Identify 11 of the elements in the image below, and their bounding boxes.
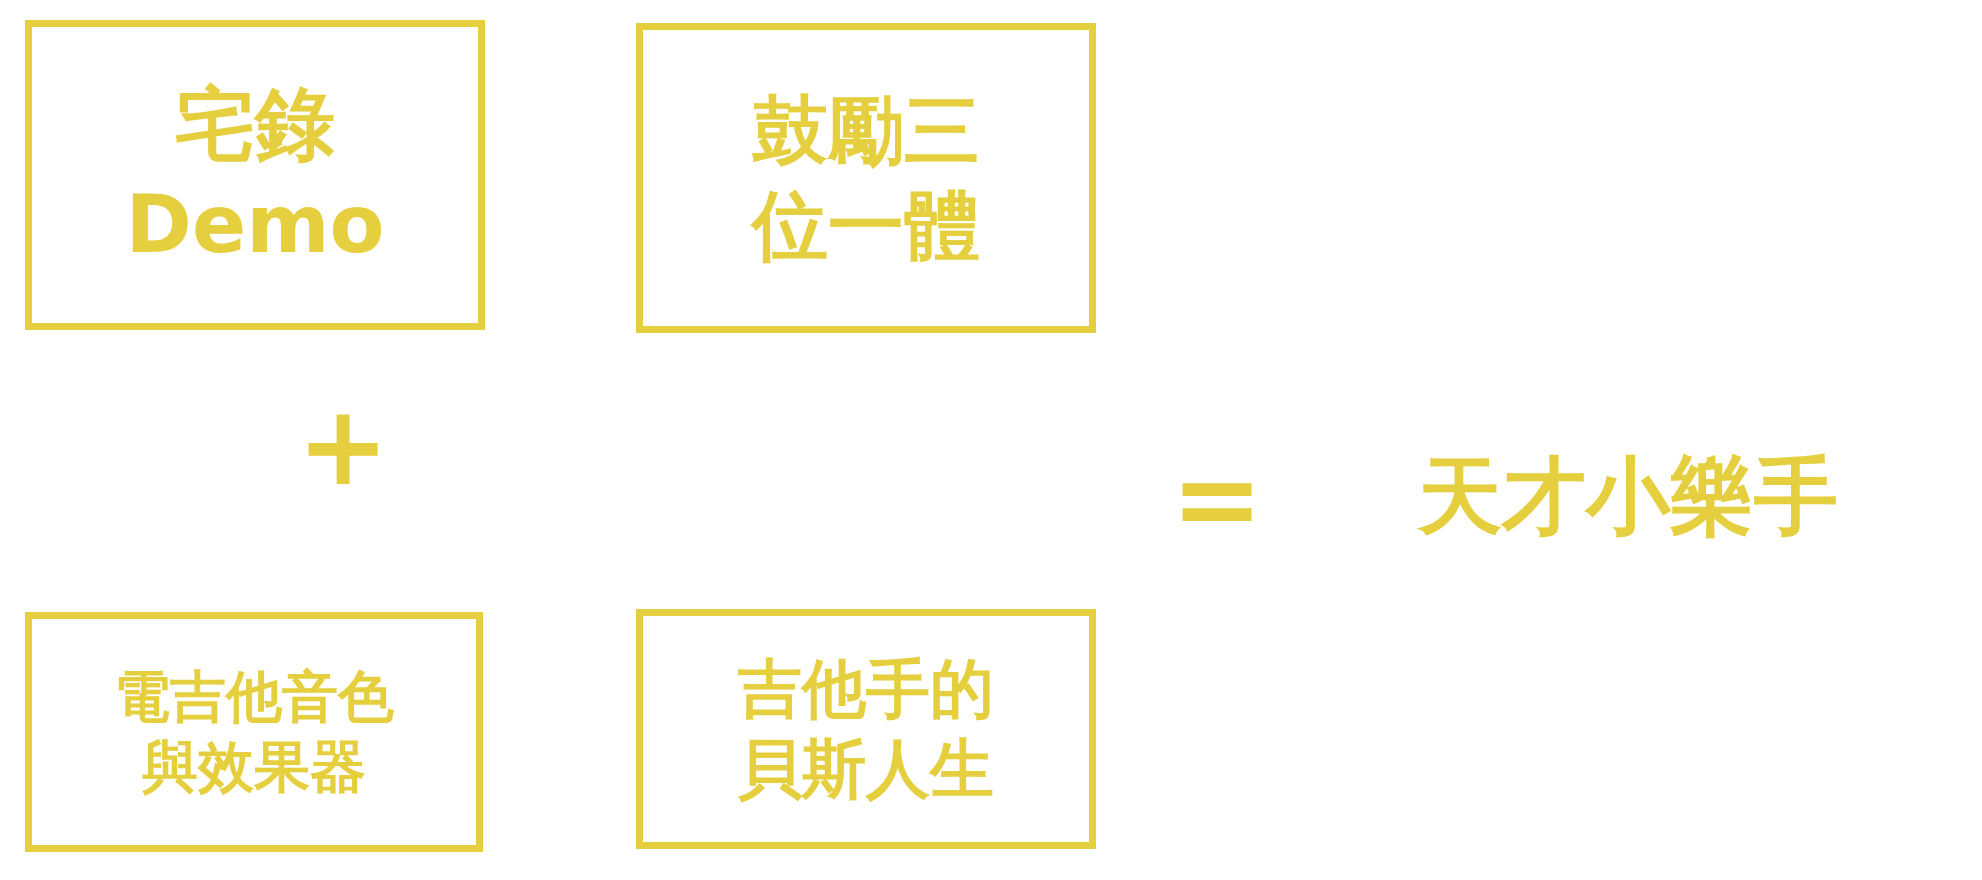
plus-sign: + xyxy=(296,382,390,510)
box-text: 鼓勵三位一體 xyxy=(749,85,981,272)
box-text: 宅錄 Demo xyxy=(125,77,385,273)
text-box xyxy=(636,609,1096,849)
result-text: 天才小樂手 xyxy=(1418,446,1838,547)
text-box xyxy=(636,23,1096,333)
text-box xyxy=(25,20,485,330)
box-text: 吉他手的貝斯人生 xyxy=(737,651,995,808)
box-text: 電吉他音色與效果器 xyxy=(113,663,395,801)
text-box xyxy=(25,612,483,852)
equals-sign: = xyxy=(1170,435,1264,563)
